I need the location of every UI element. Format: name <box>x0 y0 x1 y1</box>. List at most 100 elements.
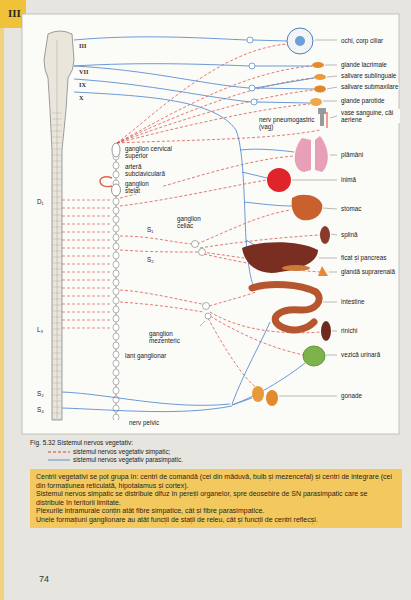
parasympathetic-fibres <box>74 92 254 286</box>
leader-lines <box>326 355 337 356</box>
spinal-cord <box>57 40 58 418</box>
sympathetic-fibres <box>117 130 320 143</box>
parasympathetic-ganglia <box>249 63 255 69</box>
organs <box>242 28 331 406</box>
legend-text: sistemul nervos vegetativ simpatic; <box>73 448 170 455</box>
cranial-nerve-number: IX <box>78 81 87 88</box>
ganglion-label: ganglion stelat <box>124 180 162 194</box>
nerve-label: S₂ <box>146 256 155 263</box>
organ-label: gonade <box>340 392 363 399</box>
leader-lines <box>200 40 337 396</box>
leader-lines <box>332 331 337 332</box>
organs <box>327 112 328 128</box>
prevertebral-ganglia <box>199 249 206 256</box>
sympathetic-fibres <box>117 78 314 143</box>
organs <box>321 321 331 341</box>
leader-lines <box>323 208 337 209</box>
ganglion-label: ganglion celiac <box>176 215 216 229</box>
parasympathetic-fibres <box>62 392 230 405</box>
note-text: Plexurile intramurale conțin atât fibre … <box>36 507 396 516</box>
ganglion-chain <box>112 184 121 196</box>
legend-sample <box>48 449 70 455</box>
sympathetic-rami <box>62 196 112 332</box>
parasympathetic-ganglia <box>251 99 257 105</box>
leader-lines <box>327 76 337 77</box>
parasympathetic-ganglia <box>247 37 257 105</box>
segment-label: D₁ <box>36 198 45 205</box>
leader-lines <box>323 302 337 303</box>
parasympathetic-fibres <box>257 102 310 103</box>
legend-sample <box>48 457 70 463</box>
legend-entry: sistemul nervos vegetativ parasimpatic. <box>48 456 183 463</box>
parasympathetic-ganglia <box>247 37 253 43</box>
organ-label: vase sanguine, căi aeriene <box>340 109 400 123</box>
note-text: Centrii vegetativi se pot grupa în: cent… <box>36 473 396 490</box>
organs <box>242 242 318 273</box>
organ-label: salivare sublinguale <box>340 72 397 79</box>
organ-label: salivare submaxilare <box>340 83 399 90</box>
legend-text: sistemul nervos vegetativ parasimpatic. <box>73 456 183 463</box>
ganglion-label: ganglion cervical superior <box>124 145 182 159</box>
section-tab: III <box>7 7 22 19</box>
organs <box>314 86 326 93</box>
nerve-label: nerv pneumogastric (vag) <box>258 116 318 130</box>
organ-label: glandă suprarenală <box>340 268 396 275</box>
figure-frame <box>22 14 399 434</box>
leader-lines <box>329 272 337 273</box>
parasympathetic-fibres <box>74 37 247 40</box>
leader-lines <box>279 396 337 397</box>
nerve-label: S₁ <box>146 226 154 233</box>
organs <box>303 346 325 366</box>
parasympathetic-fibres <box>255 66 312 67</box>
sympathetic-fibres <box>120 250 198 252</box>
sympathetic-fibres <box>117 66 312 143</box>
sympathetic-fibres <box>202 252 244 258</box>
organs <box>267 168 291 192</box>
organ-label: glande lacrimale <box>340 61 388 68</box>
note-text: Sistemul nervos simpatic se distribuie d… <box>36 490 396 507</box>
leader-lines <box>200 321 205 326</box>
prevertebral-ganglia <box>192 241 199 248</box>
organ-label: glande parotide <box>340 97 385 104</box>
parasympathetic-fibres <box>255 88 314 89</box>
organs <box>295 36 305 46</box>
sympathetic-fibres <box>117 44 321 387</box>
organ-label: inimă <box>340 176 357 183</box>
organs <box>310 98 322 106</box>
organs <box>295 138 311 172</box>
ganglion-chain <box>112 152 120 420</box>
leader-lines <box>292 180 337 181</box>
sympathetic-fibres <box>209 292 256 306</box>
nerve-label: nerv pelvic <box>128 419 160 426</box>
organ-label: plămâni <box>340 151 364 158</box>
parasympathetic-fibres <box>242 172 267 178</box>
ganglion-chain <box>100 143 121 420</box>
note-text: Unele formațiuni ganglionare au atât fun… <box>36 516 396 525</box>
leader-lines <box>330 155 337 156</box>
parasympathetic-fibres <box>232 322 270 404</box>
chain-label: lanț ganglionar <box>124 352 170 359</box>
ganglion-chain <box>112 143 120 157</box>
leader-lines <box>325 65 337 66</box>
parasympathetic-fibres <box>74 64 249 66</box>
parasympathetic-fibres <box>255 78 314 88</box>
parasympathetic-fibres <box>232 363 305 405</box>
segment-label: S₂ <box>36 390 45 397</box>
sympathetic-fibres <box>208 318 256 387</box>
leader-lines <box>319 258 337 259</box>
organ-label: stomac <box>340 205 362 212</box>
parasympathetic-fibres <box>240 149 294 152</box>
organs <box>314 74 326 80</box>
sympathetic-rami <box>62 196 112 332</box>
leader-lines <box>331 234 337 235</box>
parasympathetic-ganglia <box>249 85 255 91</box>
parasympathetic-fibres <box>62 406 232 412</box>
cranial-nerve-number: X <box>78 94 85 101</box>
organs <box>318 108 326 126</box>
organ-label: vezică urinară <box>340 351 381 358</box>
note-box: Centrii vegetativi se pot grupa în: cent… <box>30 469 402 528</box>
ganglion-chain <box>100 177 112 187</box>
legend-entry: sistemul nervos vegetativ simpatic; <box>48 448 170 455</box>
prevertebral-ganglia <box>203 303 210 310</box>
